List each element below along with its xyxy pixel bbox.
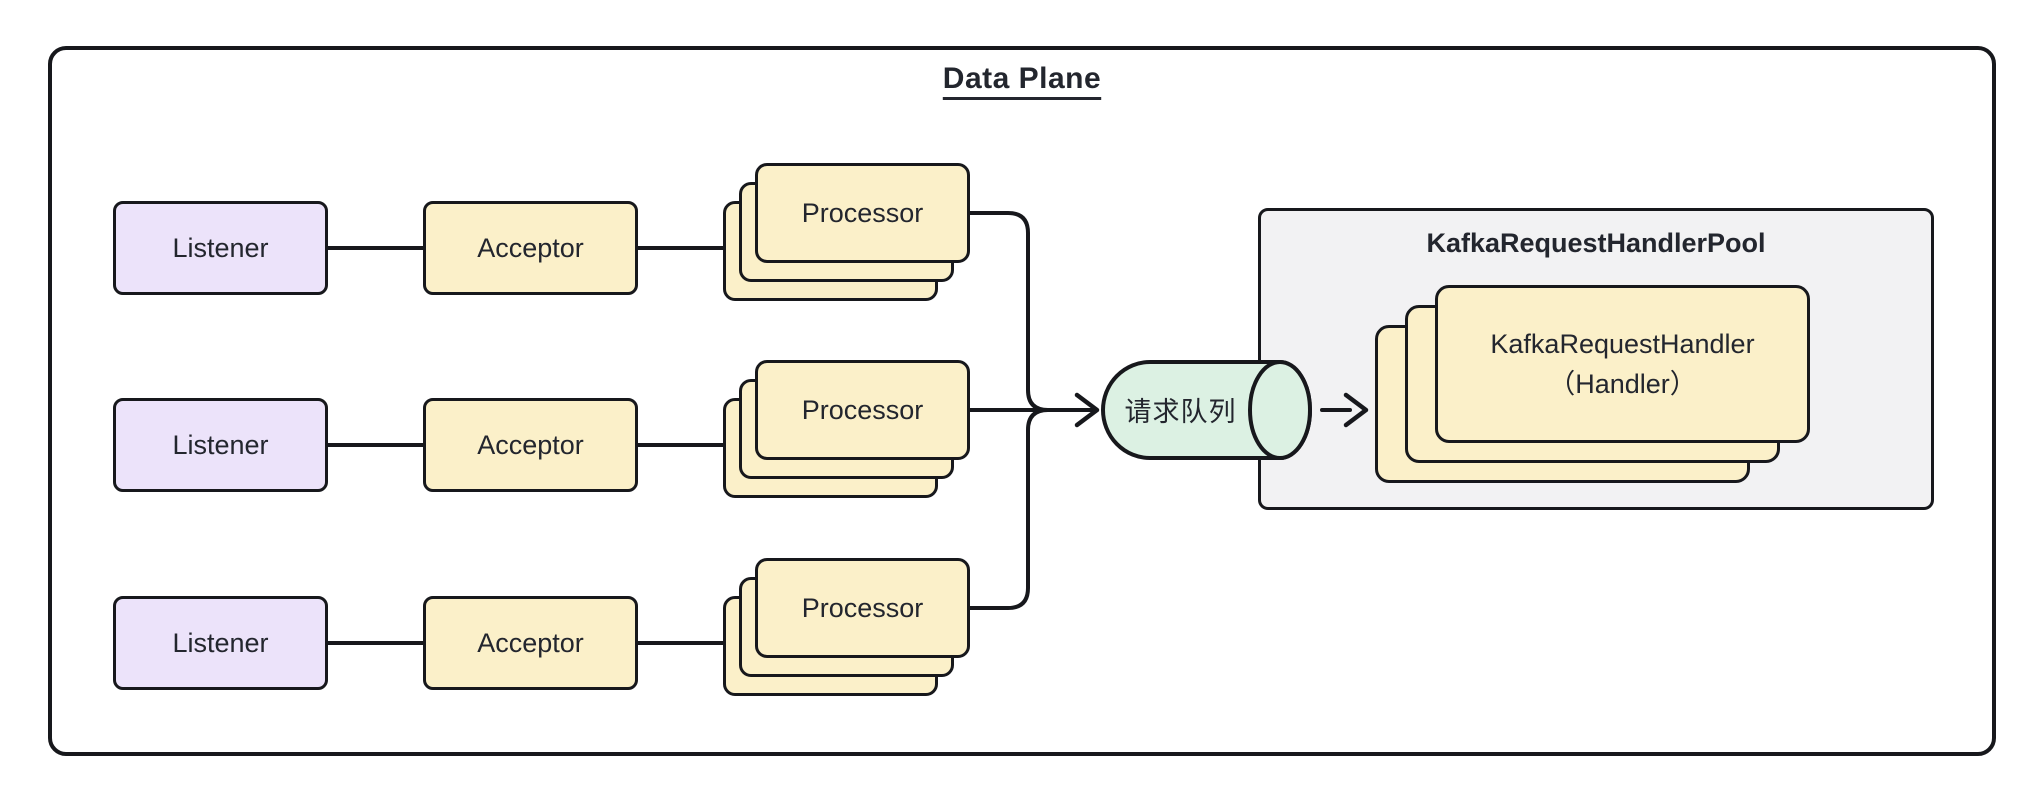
acceptor-node-3: Acceptor xyxy=(423,596,638,690)
listener-node-1: Listener xyxy=(113,201,328,295)
handler-label-line1: KafkaRequestHandler xyxy=(1490,328,1755,359)
acceptor-node-1: Acceptor xyxy=(423,201,638,295)
listener-node-2: Listener xyxy=(113,398,328,492)
listener-node-3: Listener xyxy=(113,596,328,690)
kafka-request-handler-node: KafkaRequestHandler （Handler） xyxy=(1435,285,1810,443)
listener-label-1: Listener xyxy=(172,232,269,263)
listener-label-3: Listener xyxy=(172,627,269,658)
handler-label-line2: （Handler） xyxy=(1548,369,1697,399)
acceptor-label-2: Acceptor xyxy=(477,429,584,460)
listener-label-2: Listener xyxy=(172,429,269,460)
processor-label-3: Processor xyxy=(801,592,924,623)
diagram-title: Data Plane xyxy=(942,62,1102,95)
processor-label-1: Processor xyxy=(801,197,924,228)
acceptor-label-3: Acceptor xyxy=(477,627,584,658)
processor-node-3: Processor xyxy=(755,558,970,658)
pool-title: KafkaRequestHandlerPool xyxy=(1426,228,1766,258)
acceptor-label-1: Acceptor xyxy=(477,232,584,263)
processor-node-1: Processor xyxy=(755,163,970,263)
request-queue-label: 请求队列 xyxy=(1124,396,1237,427)
processor-node-2: Processor xyxy=(755,360,970,460)
processor-label-2: Processor xyxy=(801,394,924,425)
acceptor-node-2: Acceptor xyxy=(423,398,638,492)
